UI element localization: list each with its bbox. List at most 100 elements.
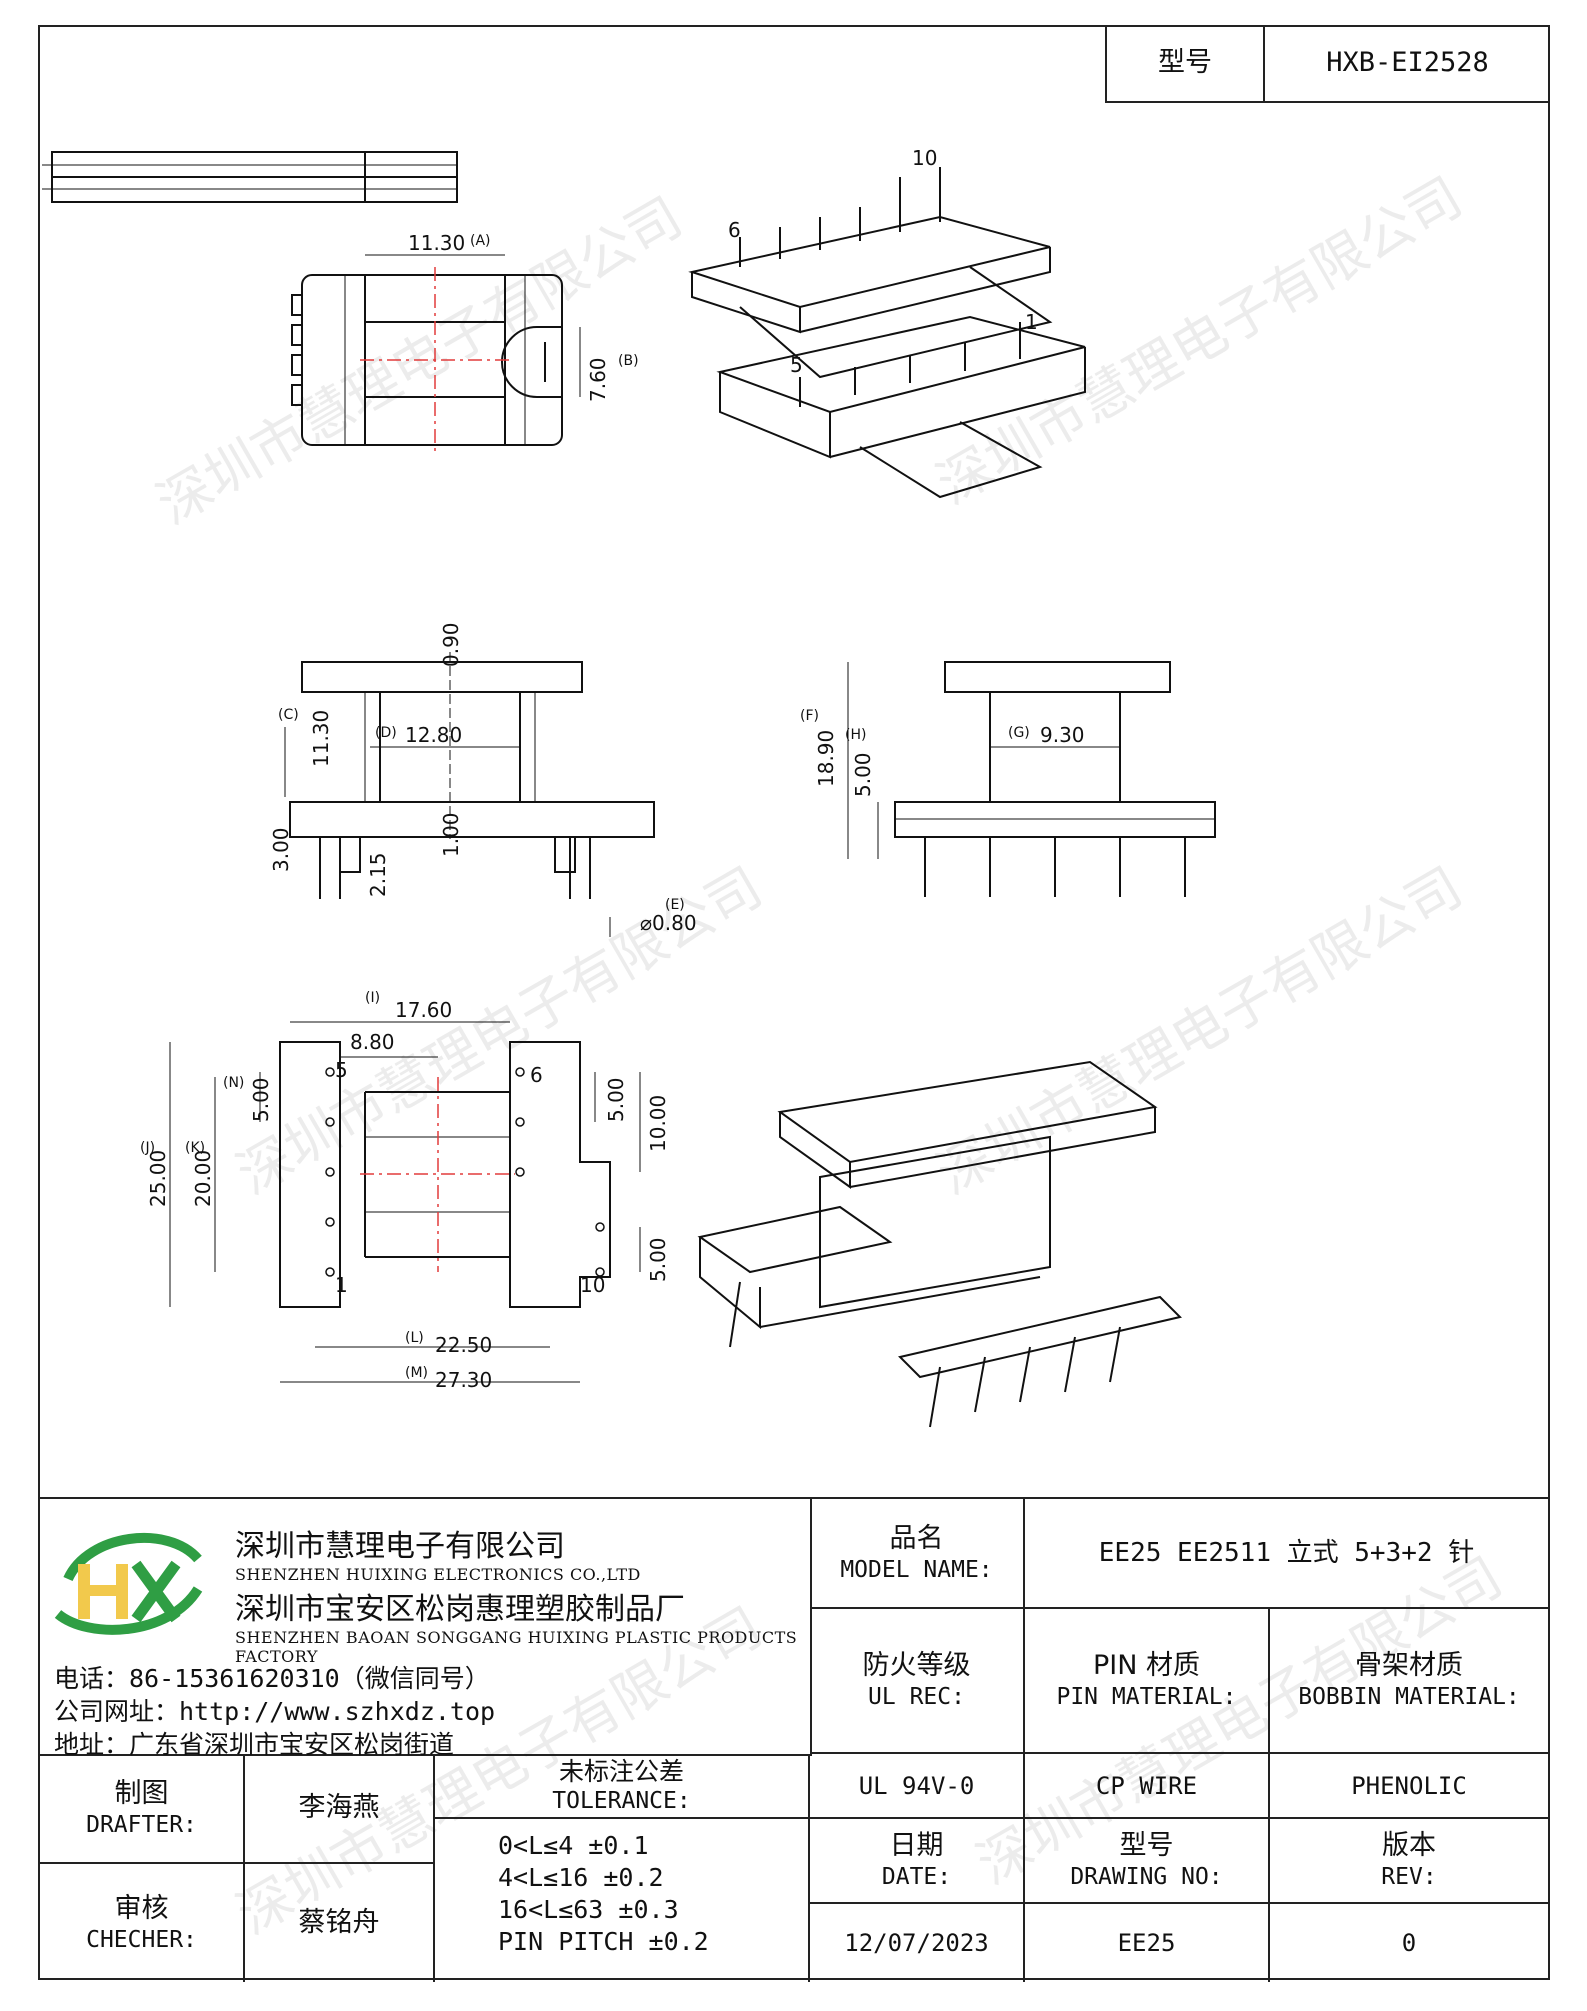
pin-material-label-cn: PIN 材质 [1092,1650,1201,1682]
header-model-label-cell: 型号 [1105,25,1265,103]
side-view [847,661,1216,897]
rev-value-cell: 0 [1270,1904,1548,1982]
bottom-view [169,1021,641,1383]
bottom-pin-10: 10 [580,1273,605,1297]
tolerance-line-4: PIN PITCH ±0.2 [498,1927,709,1956]
dim-r-1000: 10.00 [646,1095,670,1152]
company-panel: 深圳市慧理电子有限公司 SHENZHEN HUIXING ELECTRONICS… [40,1499,812,1759]
date-label-cell: 日期 DATE: [810,1819,1025,1904]
drawing-no-value: EE25 [1117,1929,1176,1957]
dim-J-value: 25.00 [146,1150,170,1207]
dim-880: 8.80 [350,1030,395,1054]
dim-top-090: 0.90 [439,622,463,667]
contact-address: 地址：广东省深圳市宝安区松岗街道 [54,1730,455,1759]
model-name-label-cell: 品名 MODEL NAME: [810,1499,1025,1609]
hx-logo [54,1533,203,1635]
pin-material-label-cell: PIN 材质 PIN MATERIAL: [1025,1609,1270,1754]
dim-J-tag: (J) [140,1140,155,1156]
model-name-label-en: MODEL NAME: [840,1556,993,1583]
contact-phone: 电话：86-15361620310（微信同号） [54,1664,490,1693]
dim-M-tag: (M) [405,1365,428,1381]
date-label-en: DATE: [881,1864,952,1890]
dim-L-tag: (L) [405,1330,424,1346]
dim-E-tag: (E) [665,897,685,913]
title-block: 深圳市慧理电子有限公司 SHENZHEN HUIXING ELECTRONICS… [40,1497,1548,1982]
header-model-value-cell: HXB-EI2528 [1265,25,1550,103]
tolerance-values-cell [435,1819,810,1982]
bobbin-material-value: PHENOLIC [1351,1771,1467,1800]
checker-label-cell: 审核 CHECHER: [40,1864,245,1982]
drafter-label-cell: 制图 DRAFTER: [40,1754,245,1864]
drawing-sheet: 型号 HXB-EI2528 深圳市慧理电子有限公司 深圳市慧理电子有限公司 深圳… [38,25,1550,1982]
dim-side-300: 3.00 [269,827,293,872]
bottom-pin-1: 1 [335,1273,348,1297]
company-heading: 深圳市慧理电子有限公司 SHENZHEN HUIXING ELECTRONICS… [235,1521,810,1666]
pin-material-value: CP WIRE [1095,1771,1198,1800]
rev-label-en: REV: [1381,1864,1437,1890]
tolerance-label-cell: 未标注公差 TOLERANCE: [435,1754,810,1819]
dim-C-tag: (C) [278,707,299,723]
dim-K-tag: (K) [185,1140,205,1156]
pin-number-1: 1 [1025,310,1038,334]
date-label-cn: 日期 [889,1830,944,1862]
dim-K-value: 20.00 [191,1150,215,1207]
bottom-pin-5: 5 [335,1058,348,1082]
checker-label-cn: 审核 [114,1892,169,1924]
model-name-label-cn: 品名 [889,1522,944,1554]
dim-side-215: 2.15 [366,852,390,897]
drafter-label-cn: 制图 [114,1777,169,1809]
drafter-label-en: DRAFTER: [86,1811,197,1838]
dim-L-value: 22.50 [435,1333,492,1357]
drawing-no-label-en: DRAWING NO: [1070,1864,1223,1890]
ul-value-cell: UL 94V-0 [810,1754,1025,1819]
tolerance-line-2: 4<L≤16 ±0.2 [498,1863,664,1892]
front-view [284,652,655,937]
dim-side-100: 1.00 [439,812,463,857]
pin-material-value-cell: CP WIRE [1025,1754,1270,1819]
dim-N-value: 5.00 [249,1077,273,1122]
dim-B-value: 7.60 [586,357,610,402]
company-name-en: SHENZHEN HUIXING ELECTRONICS CO.,LTD [235,1565,641,1584]
dim-r-500a: 5.00 [604,1077,628,1122]
factory-name-en: SHENZHEN BAOAN SONGGANG HUIXING PLASTIC … [235,1628,798,1666]
pin-number-5: 5 [790,353,803,377]
drafter-name-cell: 李海燕 [245,1754,435,1864]
company-name-cn: 深圳市慧理电子有限公司 [235,1529,565,1564]
pin-number-10: 10 [912,146,937,170]
drafter-name: 李海燕 [298,1792,380,1824]
drawing-no-value-cell: EE25 [1025,1904,1270,1982]
rev-label-cn: 版本 [1382,1830,1436,1862]
model-name-value-cell: EE25 EE2511 立式 5+3+2 针 [1025,1499,1548,1609]
dim-I-value: 17.60 [395,998,452,1022]
bobbin-material-label-cell: 骨架材质 BOBBIN MATERIAL: [1270,1609,1548,1754]
iso-view-bottom [697,1060,1182,1428]
dim-A-tag: (A) [470,233,491,249]
top-view [291,254,581,452]
pin-material-label-en: PIN MATERIAL: [1056,1684,1237,1710]
drawing-no-label-cell: 型号 DRAWING NO: [1025,1819,1270,1904]
rev-value: 0 [1401,1929,1417,1957]
checker-name-cell: 蔡铭舟 [245,1864,435,1982]
dim-H-tag: (H) [845,727,866,743]
dim-C-value: 11.30 [309,710,333,767]
dim-F-tag: (F) [800,708,819,724]
checker-label-en: CHECHER: [86,1926,197,1953]
contact-website[interactable]: 公司网址：http://www.szhxdz.top [54,1697,496,1726]
dim-G-value: 9.30 [1040,723,1085,747]
drawing-no-label-cn: 型号 [1119,1830,1174,1862]
dim-M-value: 27.30 [435,1368,492,1392]
bobbin-material-label-en: BOBBIN MATERIAL: [1298,1684,1520,1710]
dim-F-value: 18.90 [814,730,838,787]
dim-I-tag: (I) [365,990,380,1006]
strip-view [42,151,458,203]
bobbin-material-label-cn: 骨架材质 [1355,1650,1463,1682]
checker-name: 蔡铭舟 [298,1907,380,1939]
tolerance-line-3: 16<L≤63 ±0.3 [498,1895,679,1924]
ul-value: UL 94V-0 [858,1771,975,1800]
iso-view-top [688,167,1086,499]
dim-N-tag: (N) [223,1075,244,1091]
technical-drawing: 10 6 1 5 5 1 6 10 11.30 (A) 7.60 (B) 0.9… [42,146,1216,1428]
header-model-value: HXB-EI2528 [1326,47,1489,79]
pin-number-6: 6 [728,218,741,242]
date-value: 12/07/2023 [844,1929,989,1957]
